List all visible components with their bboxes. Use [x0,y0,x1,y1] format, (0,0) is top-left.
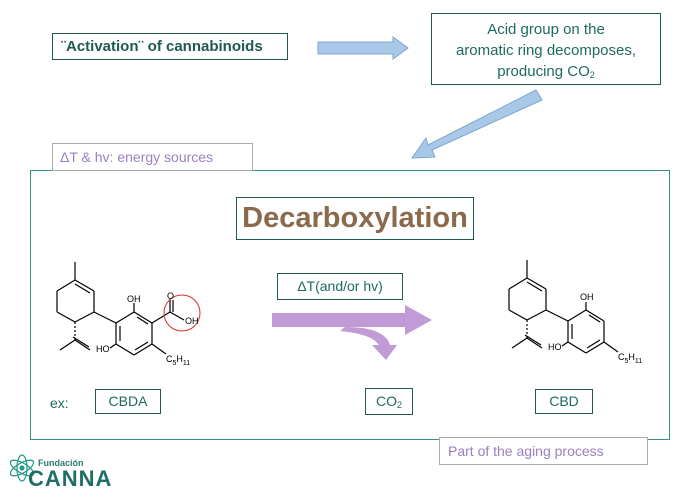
acid-note-line-2: aromatic ring decomposes, [455,42,637,59]
reaction-condition: ΔT(and/or hv) [277,273,403,300]
acid-note-co: producing CO [497,63,590,80]
co2-text: CO [375,393,397,409]
cbda-oh-label: OH [127,294,141,304]
logo-subtitle: Fundación [38,458,84,468]
cbda-label: CBDA [95,389,161,414]
acid-note-line-1: Acid group on the [487,21,605,38]
cbda-atom-labels: OH O OH HO C5H11 [96,291,199,367]
cbda-h-label: H [176,354,183,364]
cbda-o-label: O [167,291,174,301]
cbda-c-label: C [166,354,173,364]
example-label: ex: [50,395,69,411]
cbd-oh-label: OH [580,292,594,302]
reaction-arrow [272,305,432,360]
aging-process-note: Part of the aging process [439,437,648,465]
activation-arrow [317,36,409,60]
cbd-pentyl-label: C5H11 [618,352,642,365]
co2-sub: 2 [396,400,402,410]
cbda-molecule [56,262,201,356]
energy-sources-label: ΔT & hv: energy sources [52,143,253,171]
cbda-ho-label: HO [96,344,110,354]
acid-group-note: Acid group on the aromatic ring decompos… [431,13,661,85]
cbda-h-sub: 11 [183,360,190,367]
acid-to-energy-arrow [411,89,543,159]
cbd-atom-labels: OH HO C5H11 [548,292,642,365]
decarboxylation-title: Decarboxylation [236,197,474,240]
co2-label: CO2 [365,388,413,415]
activation-label: ¨Activation¨ of cannabinoids [52,33,288,60]
cbda-c-sub: 5 [173,360,177,367]
logo-title: CANNA [28,466,113,491]
cbd-c-sub: 5 [625,358,629,365]
cbd-h-sub: 11 [635,358,642,365]
cbd-molecule [508,260,619,354]
cbd-h-label: H [628,352,635,362]
canna-logo-icon [9,454,35,482]
reaction-panel [30,170,670,440]
cbd-c-label: C [618,352,625,362]
acid-note-line-3: producing CO2 [432,61,660,86]
cbd-label: CBD [535,389,593,414]
cbda-pentyl-label: C5H11 [166,354,190,367]
acid-note-co-sub: 2 [589,70,595,80]
cbda-acid-oh-label: OH [185,316,199,326]
cbd-ho-label: HO [548,342,562,352]
